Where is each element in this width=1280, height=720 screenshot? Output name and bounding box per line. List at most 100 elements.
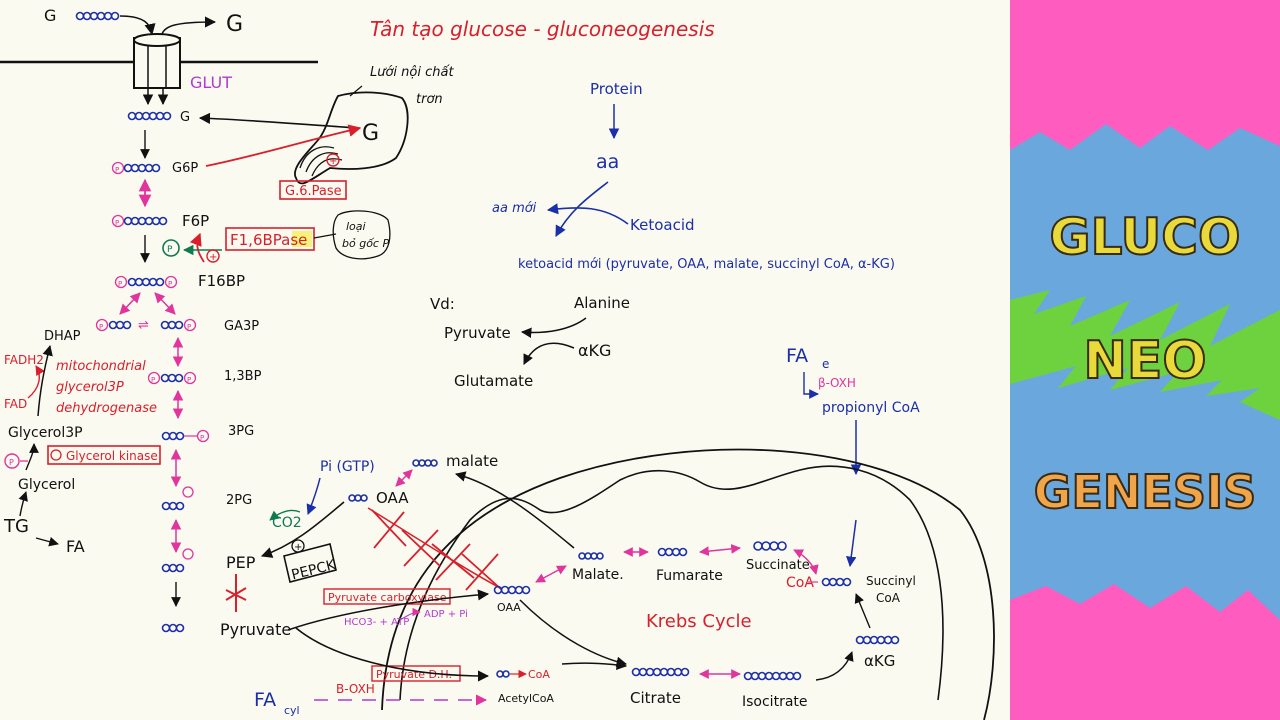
succinyl-coa-line2: CoA <box>876 591 901 605</box>
pyruvate-carboxylase-label: Pyruvate carboxylase <box>328 591 447 604</box>
coa-small-label: CoA <box>528 668 550 681</box>
example-akg-label: αKG <box>578 341 611 360</box>
oaa-top-label: OAA <box>376 489 409 507</box>
pyruvate-dh-label: Pyruvate D.H. <box>376 668 452 681</box>
fa-cyl-label: FA <box>254 689 276 711</box>
mgpdh-line3: dehydrogenase <box>56 401 157 416</box>
svg-text:P: P <box>115 166 119 174</box>
fadh2-label: FADH2 <box>4 353 44 367</box>
coa-label: CoA <box>786 575 814 591</box>
pg3-label: 3PG <box>228 424 254 439</box>
pep-label: PEP <box>226 553 256 572</box>
malate-top-label: malate <box>446 452 498 470</box>
glycerol3p-label: Glycerol3P <box>8 425 83 441</box>
fa-even-subscript: e <box>822 357 829 371</box>
fa-cyl-subscript: cyl <box>284 704 300 717</box>
example-pyruvate-label: Pyruvate <box>444 324 511 342</box>
pyruvate-label: Pyruvate <box>220 620 291 639</box>
fad-label: FAD <box>4 397 27 411</box>
f16bp-label: F16BP <box>198 272 245 290</box>
bp13-label: 1,3BP <box>224 369 262 384</box>
g6p-chain <box>123 163 161 173</box>
tg-label: TG <box>3 516 29 537</box>
svg-text:P: P <box>118 280 122 288</box>
glucose-chain-inside <box>127 111 172 121</box>
succinyl-coa-line1: Succinyl <box>866 574 916 588</box>
note-line2: bỏ gốc P <box>342 237 389 250</box>
glycerol-label: Glycerol <box>18 477 75 493</box>
protein-label: Protein <box>590 80 643 98</box>
glutamate-label: Glutamate <box>454 372 533 390</box>
f16bp-chain <box>127 277 165 287</box>
mitochondrion-inner-membrane <box>399 465 944 701</box>
pepck-box <box>283 543 337 583</box>
activation-plus-icon <box>326 153 340 167</box>
co2-label: CO2 <box>272 515 302 531</box>
svg-text:P: P <box>200 434 204 442</box>
oaa-label: OAA <box>497 601 521 614</box>
er-glucose-label: G <box>362 121 379 146</box>
glut-label: GLUT <box>190 73 232 92</box>
svg-text:P: P <box>9 458 14 467</box>
note-bubble <box>332 210 391 260</box>
diagram-title: Tân tạo glucose - gluconeogenesis <box>370 17 715 41</box>
fa-even-label: FA <box>786 345 808 367</box>
ketoacid-label: Ketoacid <box>630 216 695 234</box>
banner-word-genesis: GENESIS <box>1034 465 1256 519</box>
glucose-outside-label: G <box>44 6 56 25</box>
banner-word-gluco: GLUCO <box>1050 208 1241 266</box>
g6pase-box <box>279 180 347 200</box>
glycerol-kinase-box <box>47 445 161 465</box>
mgpdh-line2: glycerol3P <box>56 380 124 395</box>
smooth-er-outline <box>294 91 409 185</box>
svg-text:P: P <box>99 323 103 331</box>
pepck-label: PEPCK <box>290 557 338 584</box>
glucose-out-label: G <box>226 12 243 37</box>
example-label: Vd: <box>430 295 455 313</box>
svg-text:P: P <box>187 323 191 331</box>
pg2-label: 2PG <box>226 493 252 508</box>
svg-text:+: + <box>294 542 302 553</box>
g6pase-label: G.6.Pase <box>285 184 342 199</box>
glycerol-kinase-label: Glycerol kinase <box>66 449 158 463</box>
f16bpase-box <box>225 227 315 251</box>
phosphate-icon <box>111 161 125 175</box>
new-aa-label: aa mới <box>492 201 537 216</box>
alanine-label: Alanine <box>574 294 630 312</box>
acetyl-coa-label: AcetylCoA <box>498 692 554 705</box>
pi-gtp-label: Pi (GTP) <box>320 459 375 475</box>
note-line1: loại <box>346 220 366 233</box>
aa-label: aa <box>596 151 619 173</box>
citrate-label: Citrate <box>630 689 681 707</box>
svg-text:P: P <box>115 219 119 227</box>
pyruvate-carboxylase-box <box>323 588 451 605</box>
succinate-label: Succinate <box>746 558 810 573</box>
er-label-line1: Lưới nội chất <box>370 65 454 80</box>
pyruvate-dh-box <box>371 665 461 682</box>
mgpdh-line1: mitochondrial <box>56 359 146 374</box>
f6p-label: F6P <box>182 212 209 230</box>
cell-membrane <box>0 33 318 89</box>
svg-text:P: P <box>167 245 173 255</box>
svg-text:+: + <box>329 156 337 167</box>
adp-pi-label: ADP + Pi <box>424 609 468 620</box>
banner-word-neo: NEO <box>1083 331 1206 391</box>
svg-text:P: P <box>168 280 172 288</box>
title-banner: GLUCO NEO GENESIS <box>1010 0 1280 720</box>
ga3p-label: GA3P <box>224 319 259 334</box>
phosphate-released-icon <box>162 239 180 257</box>
new-ketoacid-label: ketoacid mới (pyruvate, OAA, malate, suc… <box>518 257 895 272</box>
svg-text:⇌: ⇌ <box>138 318 149 333</box>
beta-oxh-label: β-OXH <box>818 376 856 390</box>
svg-text:P: P <box>151 376 155 384</box>
mitochondrion-outer-membrane <box>381 448 995 720</box>
hco3-atp-label: HCO3- + ATP <box>344 617 409 628</box>
diagram-board: Tân tạo glucose - gluconeogenesis G G GL… <box>0 6 995 720</box>
dhap-label: DHAP <box>44 329 81 344</box>
malate-label: Malate. <box>572 567 624 583</box>
g6p-label: G6P <box>172 161 198 176</box>
akg-label: αKG <box>864 652 895 670</box>
svg-text:P: P <box>187 376 191 384</box>
propionyl-coa-label: propionyl CoA <box>822 400 920 416</box>
isocitrate-label: Isocitrate <box>742 694 808 710</box>
